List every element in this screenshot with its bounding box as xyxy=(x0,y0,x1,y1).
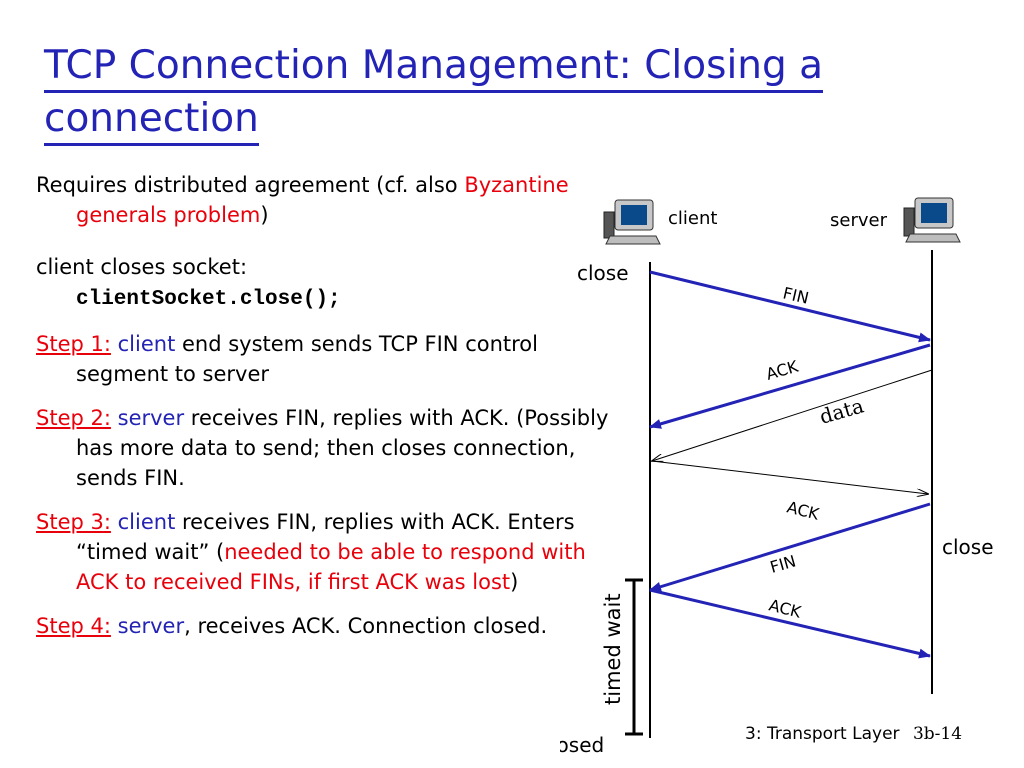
client-computer-icon xyxy=(603,199,661,245)
server-computer-icon xyxy=(903,197,961,243)
ack-label-1: ACK xyxy=(764,357,801,384)
intro-paragraph: Requires distributed agreement (cf. also… xyxy=(36,170,621,230)
slide-body: Requires distributed agreement (cf. also… xyxy=(36,170,621,655)
step-2: Step 2: server receives FIN, replies wit… xyxy=(36,403,621,493)
final-ack-arrow xyxy=(649,588,931,659)
ack-fin-arrow-server xyxy=(649,502,931,592)
timed-wait-label: timed wait xyxy=(601,593,625,705)
intro-text: Requires distributed agreement (cf. also xyxy=(36,173,458,197)
step-1: Step 1: client end system sends TCP FIN … xyxy=(36,329,621,389)
closed-label: closed xyxy=(560,733,604,757)
step-3-close: ) xyxy=(510,570,519,594)
step-3: Step 3: client receives FIN, replies wit… xyxy=(36,507,621,597)
title-line-2: connection xyxy=(44,95,259,146)
ack-label-2: ACK xyxy=(785,497,821,523)
step-1-text: end system sends TCP FIN control segment… xyxy=(76,332,538,386)
server-close-label: close xyxy=(942,535,994,559)
data-label: data xyxy=(817,393,867,428)
client-close-code: clientSocket.close(); xyxy=(76,288,341,311)
ack-arrow-server xyxy=(649,343,931,429)
fin-arrow-client xyxy=(649,270,931,343)
step-1-actor: client xyxy=(117,332,176,356)
title-line-1: TCP Connection Management: Closing a xyxy=(44,42,824,93)
intro-close: ) xyxy=(260,203,269,227)
server-label: server xyxy=(830,210,888,231)
step-3-actor: client xyxy=(117,510,176,534)
step-3-note: needed to be able to respond with ACK to… xyxy=(76,540,586,594)
client-closes-paragraph: client closes socket: clientSocket.close… xyxy=(36,252,621,315)
data-arrow xyxy=(652,369,933,461)
step-4: Step 4: server, receives ACK. Connection… xyxy=(36,611,621,641)
fin-label-2: FIN xyxy=(768,551,798,576)
client-label: client xyxy=(668,208,717,229)
step-2-actor: server xyxy=(117,406,185,430)
slide-title: TCP Connection Management: Closing a con… xyxy=(44,40,984,146)
timed-wait-bracket xyxy=(625,578,643,736)
step-4-text: , receives ACK. Connection closed. xyxy=(184,614,548,638)
step-2-label: Step 2: xyxy=(36,406,111,430)
footer-page-number: 3b-14 xyxy=(912,724,963,744)
step-3-label: Step 3: xyxy=(36,510,111,534)
client-closes-text: client closes socket: xyxy=(36,255,248,279)
byzantine-link: Byzantine generals problem xyxy=(76,173,569,227)
step-4-actor: server xyxy=(117,614,185,638)
client-close-label: close xyxy=(577,261,629,285)
step-4-label: Step 4: xyxy=(36,614,111,638)
footer-chapter: 3: Transport Layer xyxy=(745,724,900,744)
data-ack-arrow xyxy=(651,460,928,494)
step-3-text: receives FIN, replies with ACK. Enters “… xyxy=(76,510,575,564)
slide-footer: 3: Transport Layer 3b-14 xyxy=(745,724,962,744)
closing-sequence-diagram: client server FIN ACK data ACK FIN ACK t… xyxy=(560,197,994,757)
step-2-text: receives FIN, replies with ACK. (Possibl… xyxy=(76,406,609,490)
step-1-label: Step 1: xyxy=(36,332,111,356)
